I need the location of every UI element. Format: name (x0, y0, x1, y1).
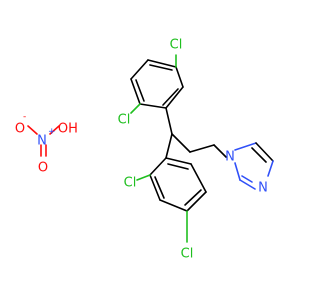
upper-dichlorophenyl-ring (130, 54, 184, 114)
imidazole-ring (234, 142, 274, 190)
chlorine-atom-label: Cl (118, 113, 131, 128)
oxygen-atom-label: O (38, 161, 48, 176)
chlorine-atom-label: Cl (124, 176, 137, 191)
negative-charge-label: - (23, 112, 26, 122)
positive-charge-label: + (48, 127, 56, 137)
oxygen-atom-label: O (58, 122, 68, 137)
nitrate-ion (27, 125, 60, 157)
propyl-chain (165, 107, 227, 159)
structural-formula: Cl Cl Cl Cl N N O - N + O H O (15, 38, 274, 262)
nitrogen-atom-label: N (37, 134, 47, 149)
oxygen-atom-label: O (15, 122, 25, 137)
nitrogen-atom-label: N (225, 150, 235, 165)
hydrogen-atom-label: H (68, 122, 78, 137)
nitrogen-atom-label: N (258, 181, 268, 196)
chlorine-atom-label: Cl (170, 38, 183, 53)
chlorine-atom-label: Cl (181, 247, 194, 262)
lower-dichlorophenyl-ring (136, 157, 207, 243)
